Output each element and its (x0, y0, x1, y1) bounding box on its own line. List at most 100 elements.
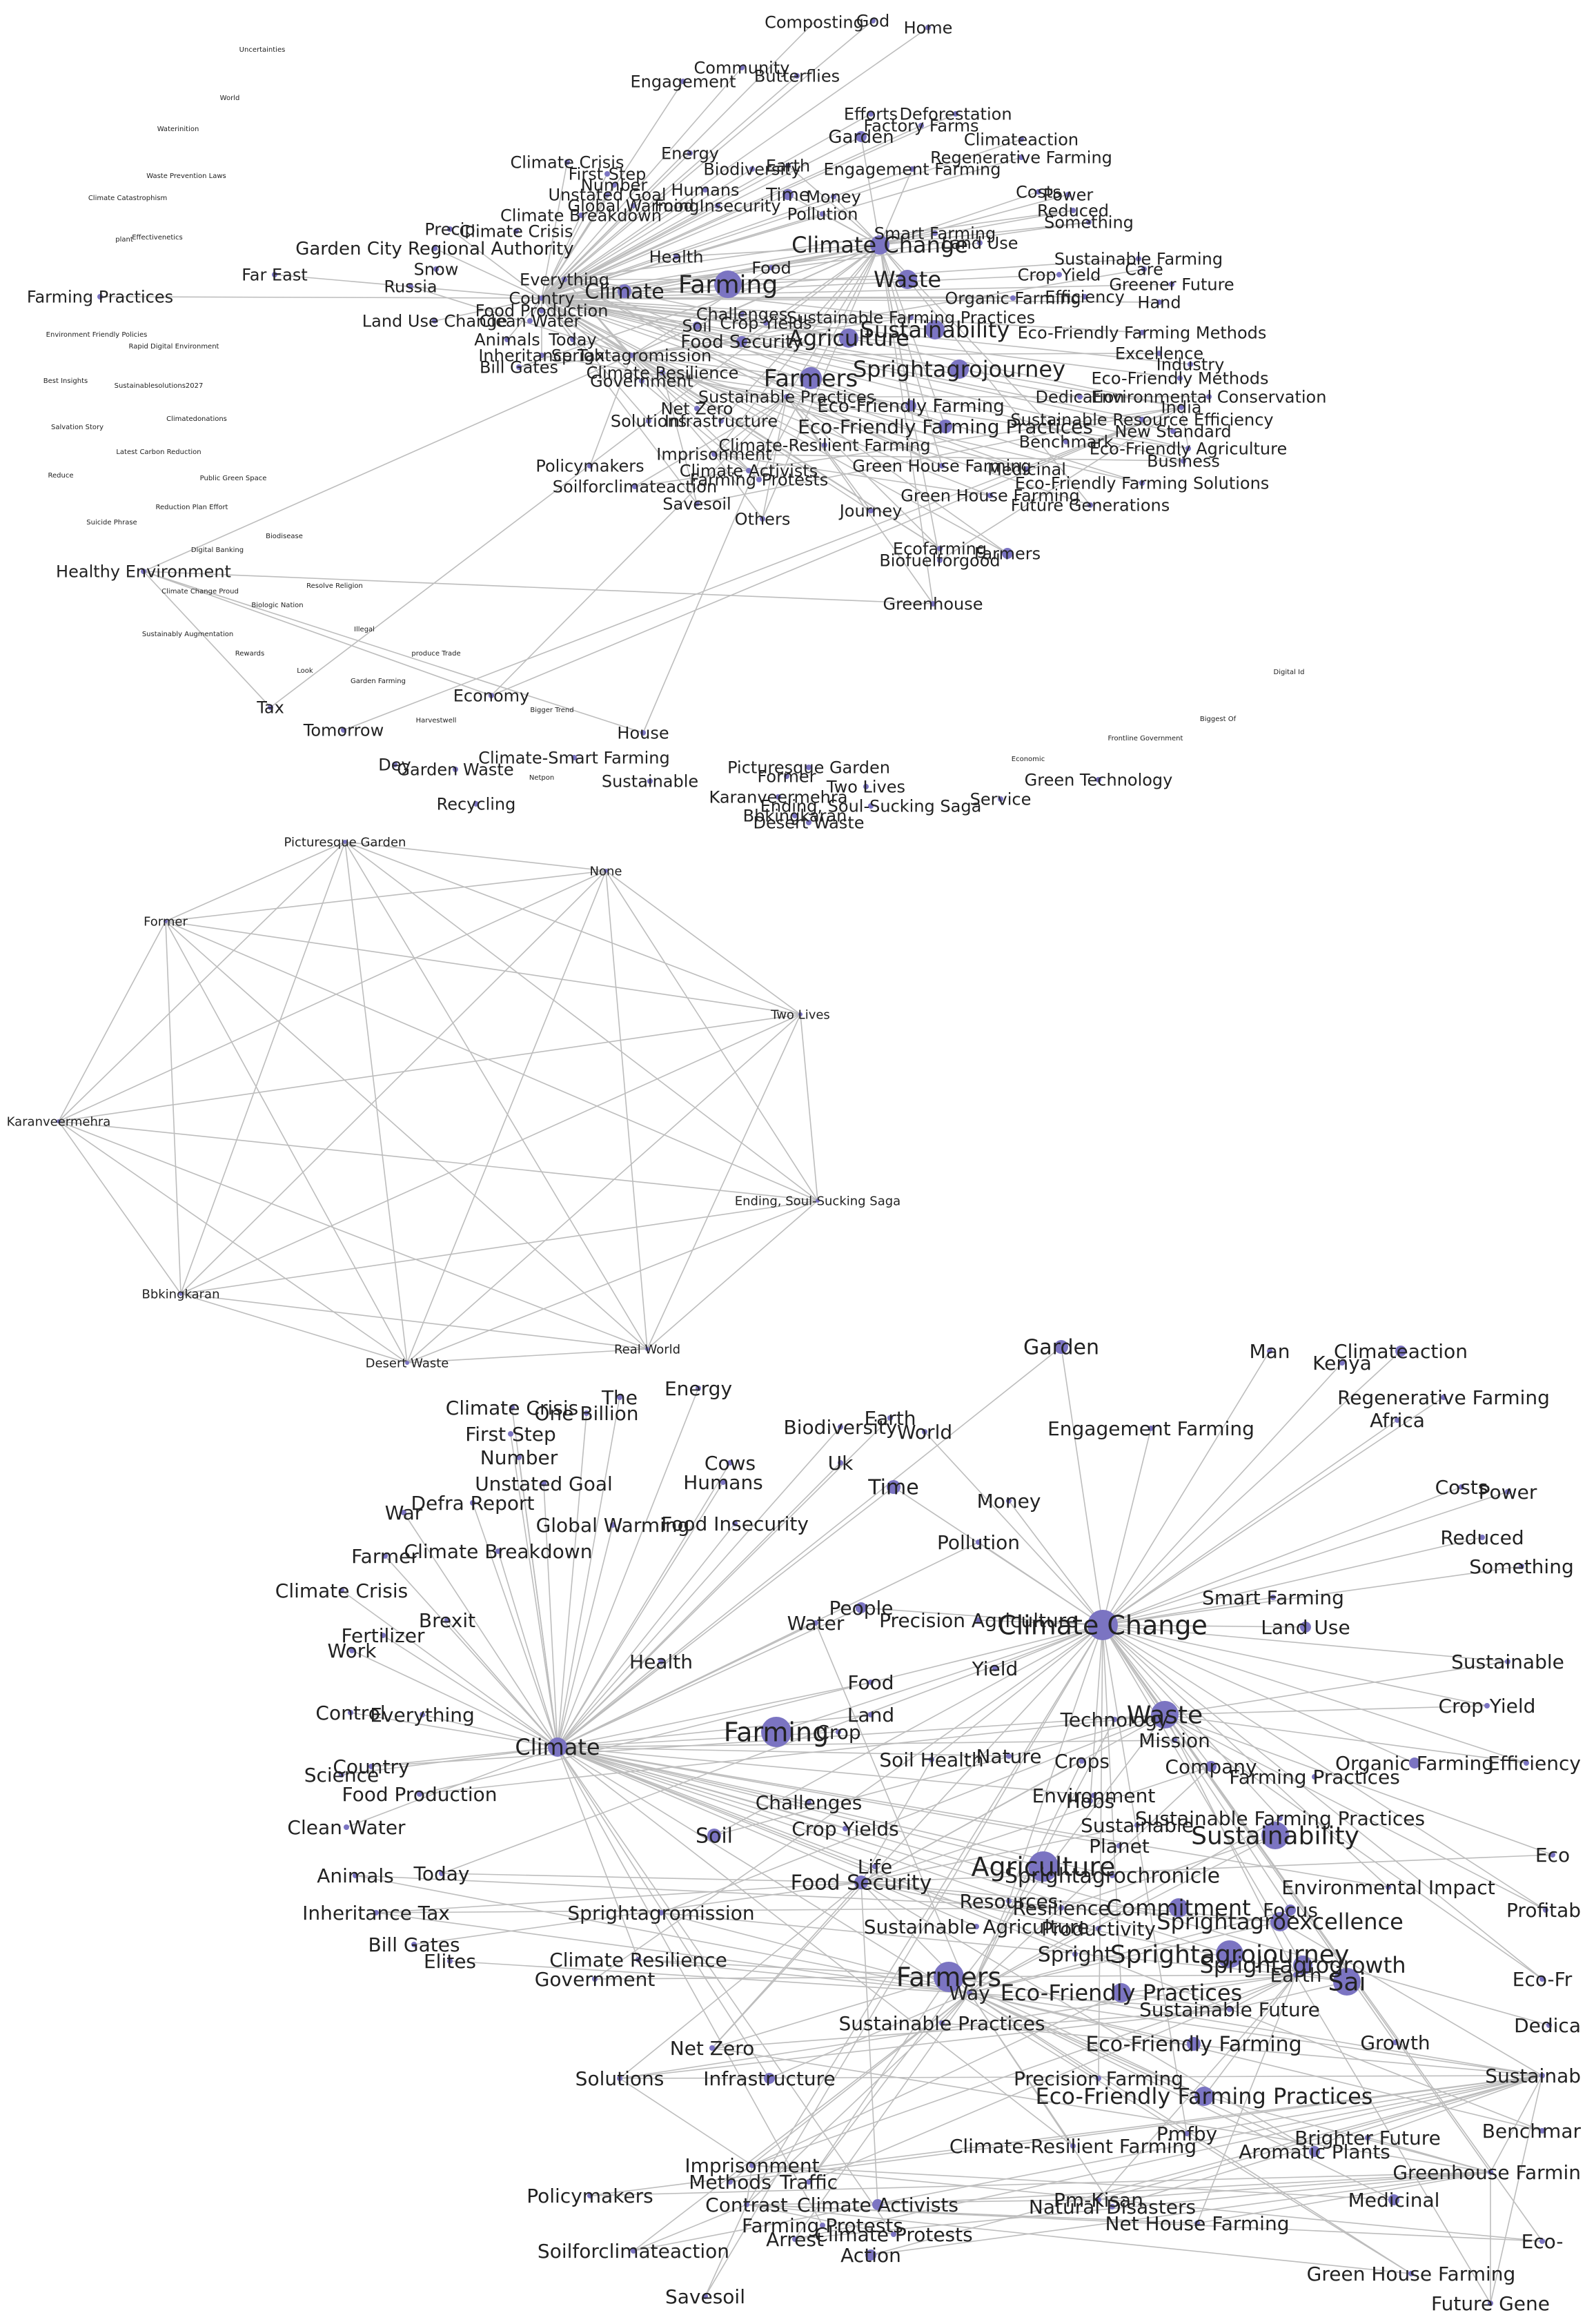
node-overview-15[interactable] (785, 163, 791, 168)
node-overview-10[interactable] (856, 131, 867, 142)
node-detail-0[interactable] (1054, 1340, 1068, 1354)
node-detail-30[interactable] (382, 1553, 388, 1559)
node-detail-115[interactable] (617, 2076, 622, 2081)
node-detail-48[interactable] (420, 1712, 425, 1717)
node-overview-77[interactable] (800, 367, 822, 389)
node-detail-61[interactable] (1409, 1757, 1420, 1769)
node-overview-72[interactable] (516, 364, 522, 370)
node-overview-102[interactable] (1087, 502, 1093, 508)
node-detail-46[interactable] (868, 1680, 874, 1685)
node-detail-130[interactable] (1096, 2197, 1101, 2203)
node-cluster-5[interactable] (816, 1199, 820, 1203)
node-overview-48[interactable] (618, 284, 631, 298)
node-overview-113[interactable] (640, 730, 646, 736)
node-detail-45[interactable] (1505, 1659, 1510, 1664)
node-detail-27[interactable] (732, 1521, 738, 1526)
node-overview-40[interactable] (272, 272, 277, 277)
node-detail-3[interactable] (1339, 1360, 1345, 1366)
node-overview-18[interactable] (611, 182, 617, 188)
node-overview-32[interactable] (513, 228, 519, 234)
node-overview-103[interactable] (694, 501, 700, 506)
node-detail-101[interactable] (1270, 1912, 1290, 1931)
node-overview-20[interactable] (702, 187, 708, 193)
node-detail-129[interactable] (1388, 2194, 1399, 2205)
node-detail-67[interactable] (1091, 1793, 1096, 1798)
node-detail-125[interactable] (1488, 2169, 1493, 2175)
node-cluster-0[interactable] (343, 840, 347, 844)
node-overview-100[interactable] (632, 484, 638, 489)
node-overview-97[interactable] (1181, 458, 1186, 464)
node-detail-73[interactable] (1134, 1822, 1140, 1828)
node-detail-116[interactable] (764, 2073, 775, 2084)
node-overview-12[interactable] (564, 159, 570, 165)
node-detail-68[interactable] (1087, 1798, 1093, 1804)
node-detail-108[interactable] (1227, 2007, 1232, 2012)
node-detail-113[interactable] (1392, 2040, 1398, 2045)
node-overview-54[interactable] (97, 294, 103, 299)
node-detail-18[interactable] (720, 1479, 726, 1485)
node-overview-127[interactable] (806, 820, 811, 825)
node-overview-57[interactable] (908, 315, 914, 320)
node-detail-90[interactable] (373, 1910, 379, 1916)
node-detail-6[interactable] (509, 1405, 515, 1410)
node-overview-14[interactable] (749, 166, 755, 172)
node-overview-63[interactable] (504, 337, 510, 342)
node-detail-88[interactable] (1059, 1905, 1064, 1911)
node-detail-105[interactable] (967, 1990, 972, 1996)
node-overview-71[interactable] (1188, 362, 1193, 367)
node-detail-98[interactable] (1216, 1940, 1243, 1968)
node-detail-10[interactable] (1395, 1417, 1400, 1423)
node-overview-90[interactable] (1063, 439, 1069, 444)
node-cluster-1[interactable] (604, 869, 608, 873)
node-detail-33[interactable] (339, 1588, 344, 1593)
node-overview-65[interactable] (736, 336, 747, 347)
node-overview-67[interactable] (925, 320, 945, 339)
node-detail-131[interactable] (744, 2202, 749, 2207)
node-overview-93[interactable] (587, 463, 593, 469)
node-overview-80[interactable] (1206, 394, 1212, 400)
node-detail-43[interactable] (658, 1659, 664, 1664)
node-overview-87[interactable] (938, 420, 952, 433)
node-overview-47[interactable] (408, 284, 413, 289)
node-overview-104[interactable] (868, 508, 874, 513)
node-overview-68[interactable] (539, 353, 544, 358)
node-cluster-6[interactable] (179, 1292, 183, 1296)
node-detail-32[interactable] (1519, 1564, 1524, 1569)
node-detail-102[interactable] (1333, 1968, 1361, 1996)
node-detail-28[interactable] (1479, 1535, 1485, 1540)
node-overview-55[interactable] (539, 308, 544, 313)
node-overview-121[interactable] (784, 774, 789, 779)
node-overview-79[interactable] (1077, 394, 1083, 400)
node-overview-73[interactable] (660, 370, 665, 375)
node-detail-118[interactable] (1194, 2087, 1214, 2106)
node-detail-2[interactable] (1395, 1346, 1406, 1357)
node-overview-118[interactable] (647, 778, 653, 784)
node-overview-106[interactable] (937, 546, 943, 551)
node-detail-58[interactable] (1006, 1753, 1012, 1759)
node-detail-127[interactable] (806, 2179, 811, 2185)
node-overview-112[interactable] (268, 705, 273, 710)
node-detail-121[interactable] (1070, 2143, 1076, 2149)
node-detail-122[interactable] (1184, 2131, 1190, 2136)
node-overview-46[interactable] (1169, 282, 1174, 287)
node-detail-22[interactable] (1505, 1489, 1510, 1495)
node-overview-2[interactable] (870, 18, 876, 23)
node-detail-64[interactable] (339, 1772, 344, 1778)
node-detail-103[interactable] (1539, 1976, 1545, 1982)
node-overview-62[interactable] (1139, 330, 1145, 335)
node-overview-38[interactable] (1136, 256, 1141, 262)
node-detail-100[interactable] (934, 1962, 964, 1992)
node-overview-78[interactable] (784, 394, 789, 400)
node-overview-82[interactable] (905, 400, 916, 411)
node-detail-123[interactable] (1309, 2146, 1320, 2157)
node-detail-57[interactable] (929, 1757, 934, 1762)
node-detail-63[interactable] (368, 1764, 374, 1769)
node-overview-37[interactable] (673, 254, 679, 259)
node-overview-35[interactable] (870, 235, 889, 255)
node-overview-128[interactable] (1096, 777, 1101, 782)
node-detail-8[interactable] (1441, 1395, 1446, 1400)
node-detail-143[interactable] (1488, 2301, 1493, 2306)
node-overview-28[interactable] (820, 211, 825, 217)
node-detail-16[interactable] (727, 1460, 733, 1466)
node-cluster-4[interactable] (57, 1119, 61, 1123)
